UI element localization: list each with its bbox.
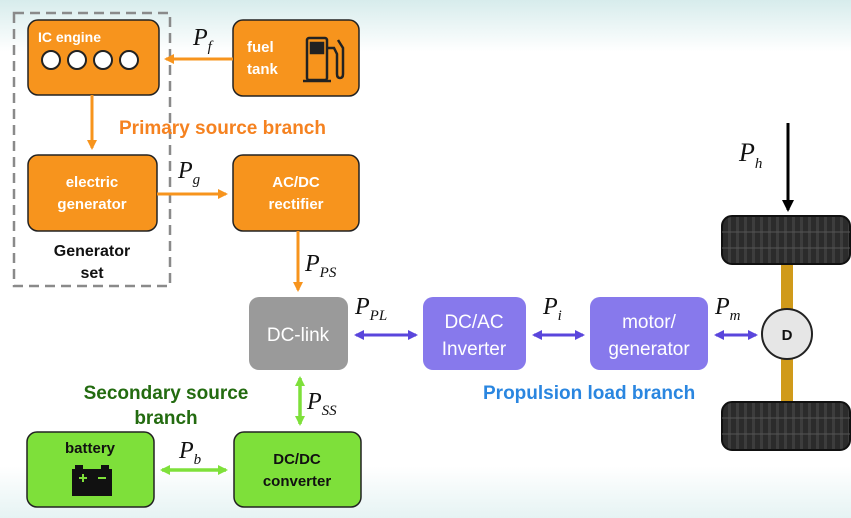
electric-generator-label-line1: electric — [66, 174, 119, 191]
converter-label-line2: converter — [263, 473, 332, 490]
dc-link-block: DC-link — [249, 297, 348, 370]
pps-label: PPS — [304, 251, 337, 281]
differential-drive: D — [761, 308, 813, 360]
inverter-block: DC/AC Inverter — [423, 297, 526, 370]
battery-block: battery — [26, 431, 155, 508]
rectifier-block: AC/DC rectifier — [232, 154, 360, 232]
inverter-label-line2: Inverter — [442, 339, 507, 360]
converter-label-line1: DC/DC — [273, 451, 321, 468]
motor-generator-block: motor/ generator — [590, 297, 708, 370]
generator-set-label-line2: set — [80, 265, 104, 282]
ic-engine-block: IC engine — [27, 19, 160, 96]
pm-label: Pm — [714, 294, 741, 324]
fuel-tank-label-line2: tank — [247, 61, 279, 78]
primary-branch-label: Primary source branch — [119, 118, 326, 139]
inverter-label-line1: DC/AC — [444, 312, 503, 333]
converter-block: DC/DC converter — [233, 431, 362, 508]
wheel-axle: D — [721, 215, 851, 451]
dc-link-label: DC-link — [267, 325, 330, 346]
ph-label: Ph — [738, 138, 762, 172]
pf-label: Pf — [192, 25, 214, 55]
generator-set-group — [12, 11, 172, 288]
electric-generator-block: electric generator — [27, 154, 158, 232]
secondary-branch-label-line2: branch — [134, 408, 197, 429]
generator-set-label-line1: Generator — [54, 243, 130, 260]
rectifier-label-line1: AC/DC — [272, 174, 320, 191]
secondary-branch-label-line1: Secondary source — [84, 383, 249, 404]
pss-label: PSS — [306, 389, 337, 419]
fuel-tank-label-line1: fuel — [247, 39, 274, 56]
propulsion-branch-label: Propulsion load branch — [483, 383, 695, 404]
motor-label-line2: generator — [608, 339, 690, 360]
fuel-tank-block: fuel tank — [232, 19, 360, 97]
pg-label: Pg — [177, 158, 201, 188]
rectifier-label-line2: rectifier — [268, 196, 323, 213]
drive-label: D — [782, 327, 793, 344]
pi-label: Pi — [542, 294, 562, 324]
bottom-wheel-icon — [721, 401, 851, 451]
ic-engine-label: IC engine — [38, 29, 101, 45]
top-wheel-icon — [721, 215, 851, 265]
fuel-pump-icon — [303, 36, 345, 83]
engine-cylinders-icon — [41, 50, 139, 70]
battery-icon — [72, 465, 112, 496]
pb-label: Pb — [178, 438, 202, 468]
motor-label-line1: motor/ — [622, 312, 677, 333]
electric-generator-label-line2: generator — [57, 196, 126, 213]
ppl-label: PPL — [354, 294, 387, 324]
battery-label: battery — [65, 440, 116, 457]
